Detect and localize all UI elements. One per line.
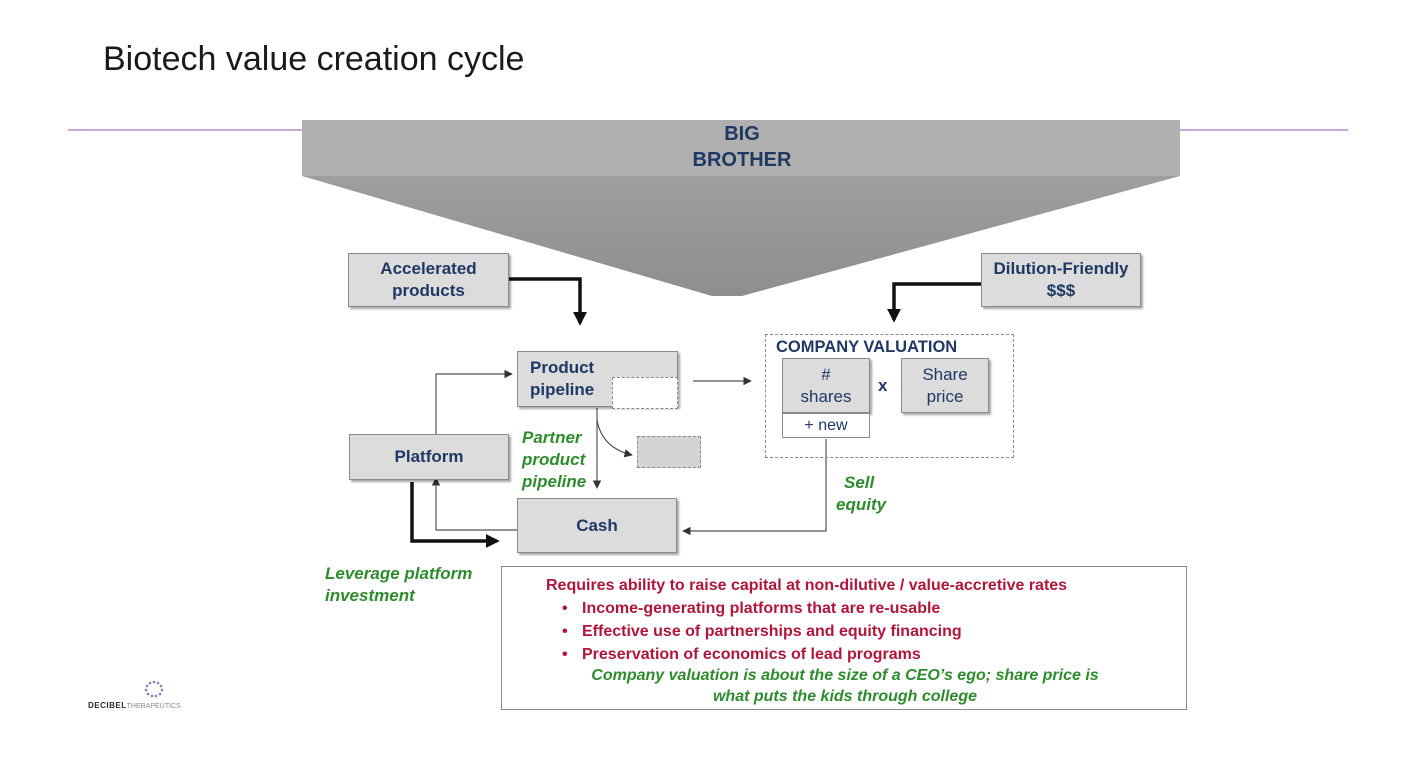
sell-equity-label: Sell equity — [836, 472, 886, 516]
funnel-label-1: BIG — [724, 123, 760, 145]
partner-pipeline-slot — [637, 436, 701, 468]
requirement-item: • Income-generating platforms that are re… — [562, 600, 940, 618]
cash-label: Cash — [576, 515, 618, 535]
dilution-line-1: Dilution-Friendly — [993, 259, 1129, 278]
leverage-line-2: investment — [325, 586, 415, 605]
arrow-platform-to-pipeline — [435, 369, 513, 434]
leverage-line-1: Leverage platform — [325, 564, 473, 583]
requirement-text: Effective use of partnerships and equity… — [582, 623, 962, 640]
quote-line-2: what puts the kids through college — [712, 688, 977, 705]
shares-box: # shares — [782, 358, 870, 413]
platform-label: Platform — [394, 447, 464, 466]
shares-line-1: # — [821, 364, 831, 384]
requirement-item: • Effective use of partnerships and equit… — [562, 623, 962, 641]
multiply-sign: x — [878, 376, 888, 395]
requirement-text: Income-generating platforms that are re-… — [582, 600, 941, 617]
cash-box: Cash — [517, 498, 677, 553]
arrow-leverage-to-cash — [410, 482, 500, 548]
leverage-platform-label: Leverage platform investment — [325, 563, 472, 607]
funnel-label-2: BROTHER — [692, 149, 792, 171]
quote-line-1: Company valuation is about the size of a… — [591, 667, 1099, 684]
dilution-friendly-box: Dilution-Friendly $$$ — [981, 253, 1141, 307]
bullet-dot: • — [562, 646, 568, 663]
requirements-box: Requires ability to raise capital at non… — [501, 566, 1187, 710]
partner-pipeline-label: Partner product pipeline — [522, 427, 586, 493]
requirement-item: • Preservation of economics of lead progr… — [562, 646, 921, 664]
company-valuation-title: COMPANY VALUATION — [776, 338, 958, 356]
shares-line-2: shares — [800, 386, 852, 406]
accelerated-products-box: Accelerated products — [348, 253, 509, 307]
bullet-dot: • — [562, 600, 568, 617]
new-shares-cell: + new — [782, 413, 870, 438]
funnel-top-band — [302, 120, 1180, 176]
platform-box: Platform — [349, 434, 509, 480]
new-shares-label: + new — [804, 417, 848, 434]
arrow-accelerated-to-pipeline — [509, 277, 587, 326]
pipeline-line-1: Product — [530, 358, 595, 377]
page-title: Biotech value creation cycle — [103, 40, 525, 78]
price-line-1: Share — [922, 364, 968, 384]
sell-line-2: equity — [836, 495, 887, 514]
share-price-box: Share price — [901, 358, 989, 413]
pipeline-inner-slot — [612, 377, 678, 409]
accelerated-line-2: products — [392, 281, 465, 300]
accelerated-line-1: Accelerated — [380, 259, 477, 278]
logo-mark-icon — [144, 680, 164, 698]
logo-suffix: THERAPEUTICS — [126, 703, 181, 710]
dilution-line-2: $$$ — [1046, 281, 1076, 300]
arrow-sell-equity-to-cash — [682, 439, 827, 536]
sell-line-1: Sell — [844, 473, 875, 492]
requirement-text: Preservation of economics of lead progra… — [582, 646, 921, 663]
requirements-heading: Requires ability to raise capital at non… — [546, 577, 1068, 594]
arrow-dilution-to-valuation — [887, 282, 982, 323]
company-valuation-frame — [765, 334, 1014, 458]
partner-line-1: Partner — [522, 428, 582, 447]
arrow-pipeline-to-partner — [596, 419, 633, 458]
pipeline-line-2: pipeline — [530, 380, 595, 399]
partner-line-2: product — [522, 450, 586, 469]
logo-brand: DECIBEL — [88, 701, 127, 710]
arrow-cash-to-platform — [431, 477, 518, 531]
bullet-dot: • — [562, 623, 568, 640]
price-line-2: price — [926, 386, 964, 406]
partner-line-3: pipeline — [522, 472, 587, 491]
